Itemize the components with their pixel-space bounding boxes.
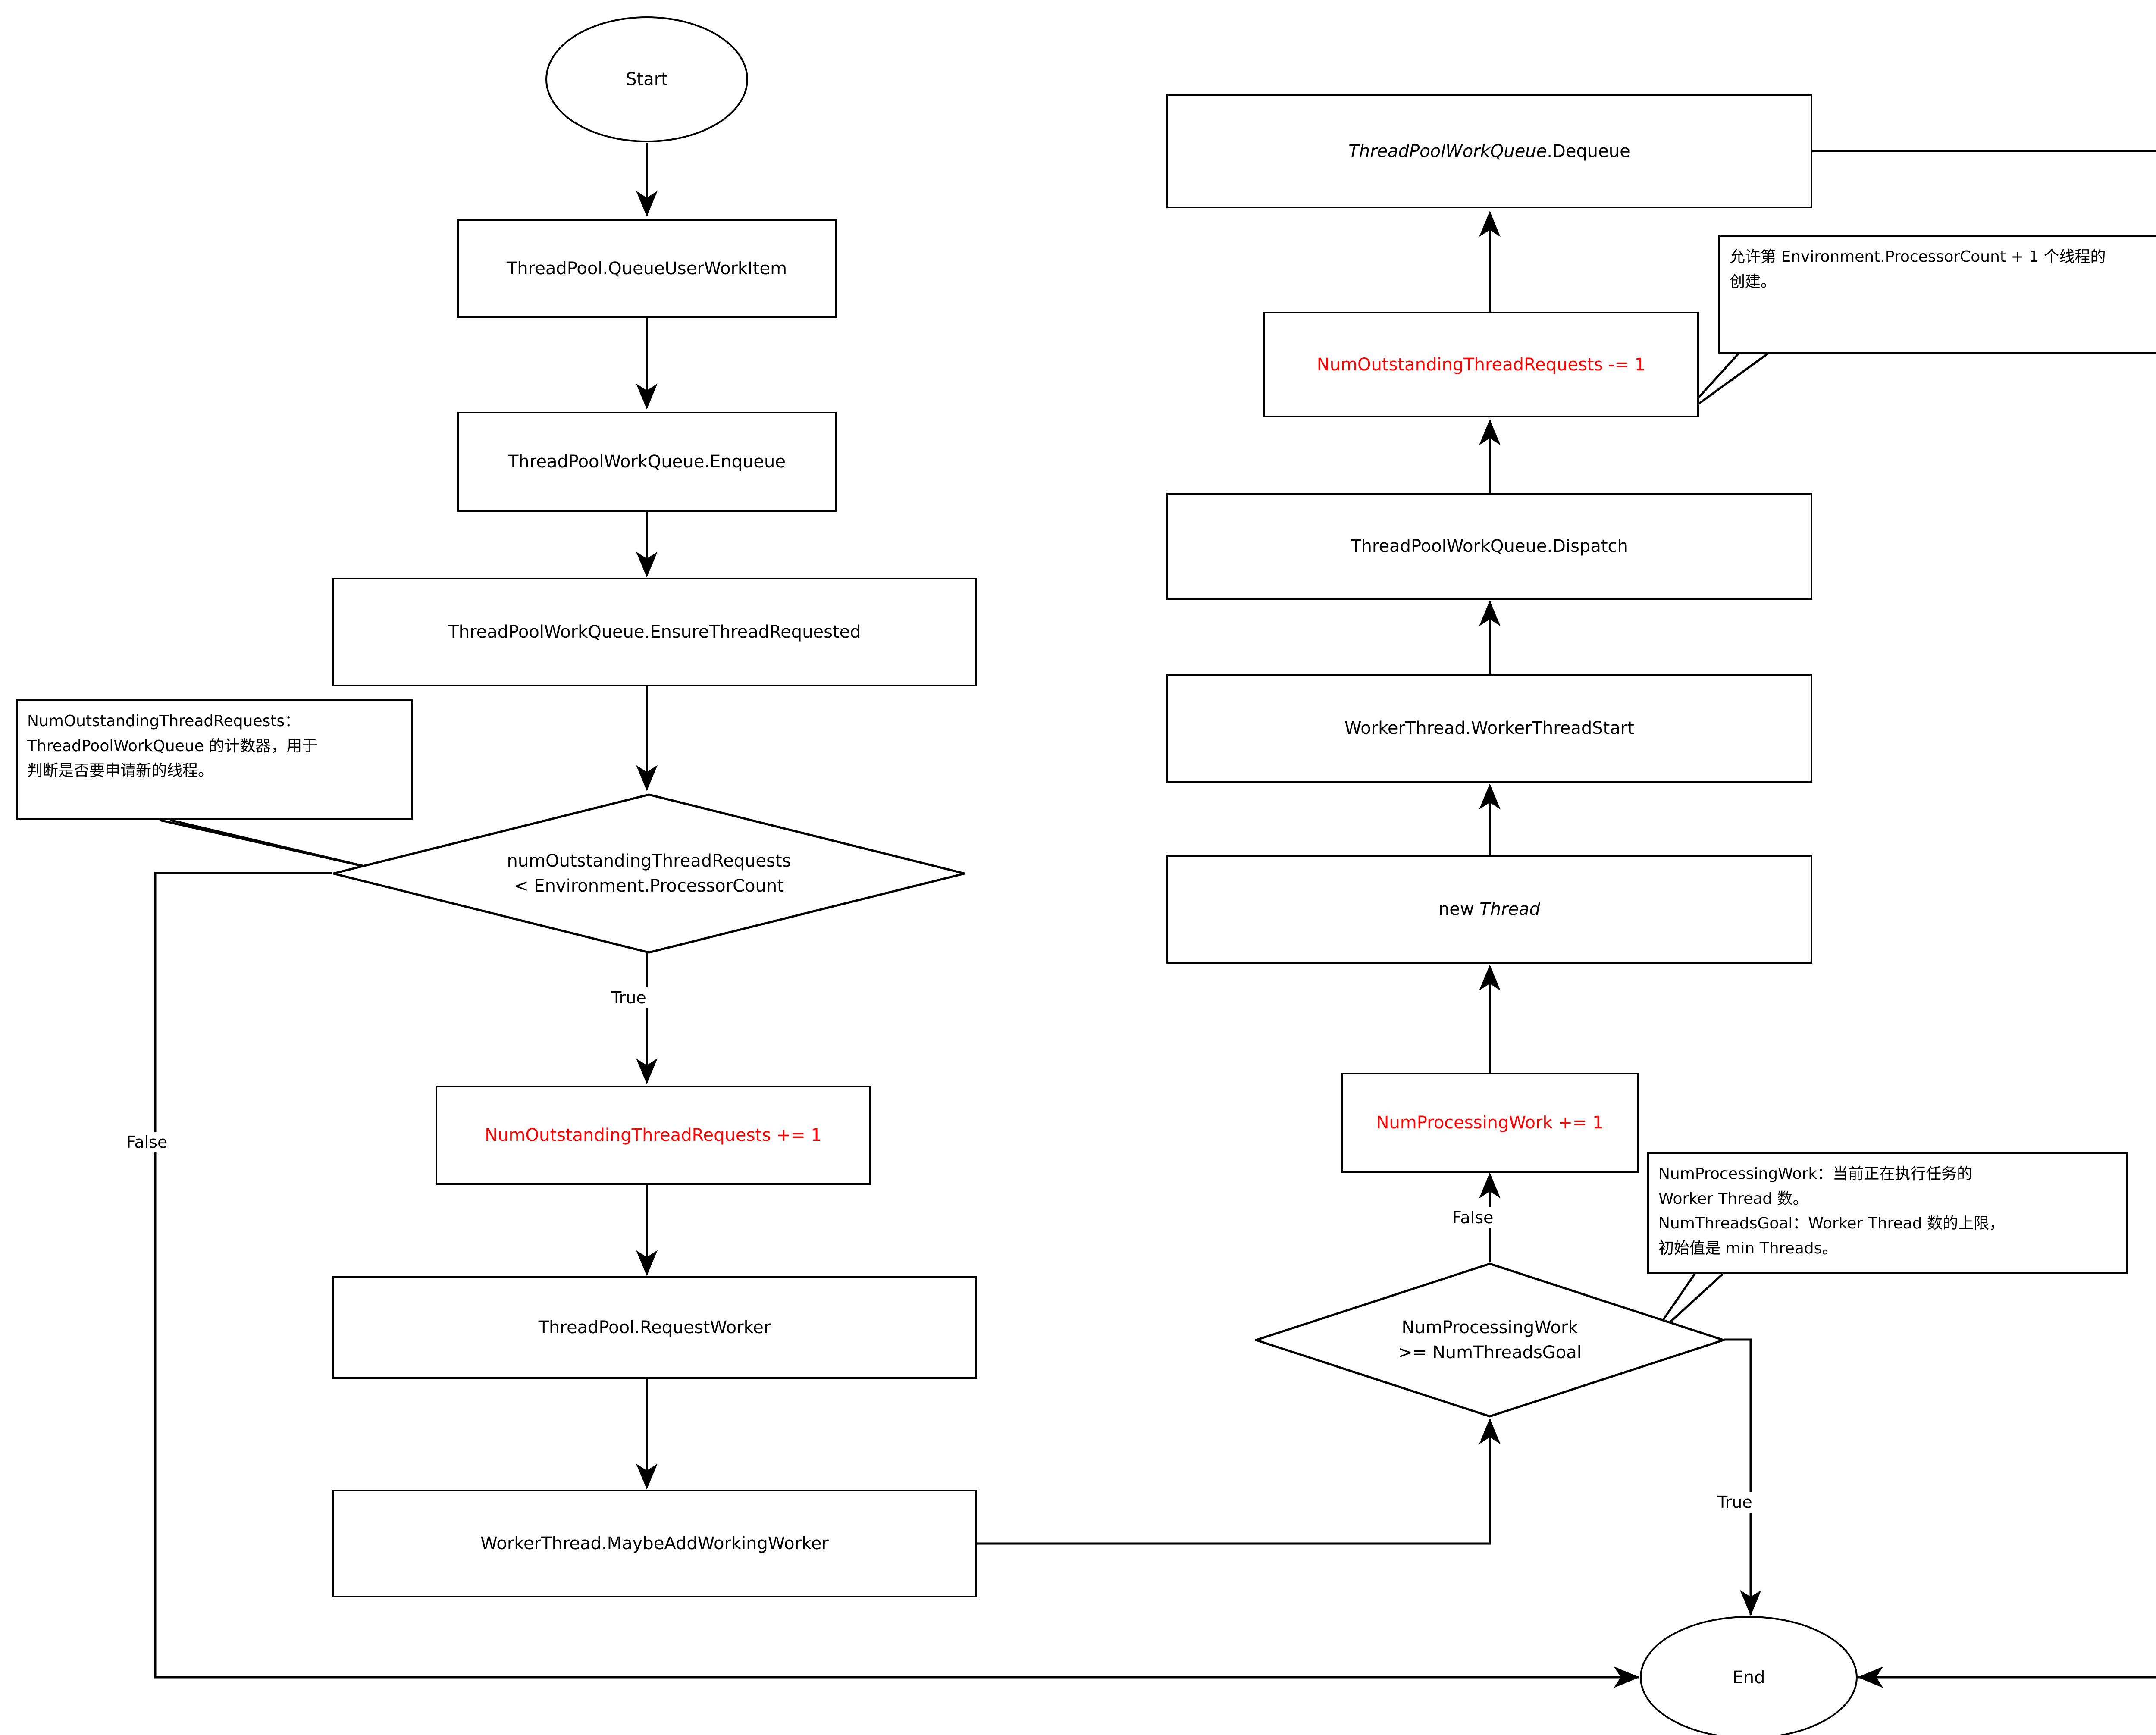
decision-num-outstanding-vs-processorcount[interactable]: numOutstandingThreadRequests < Environme…: [332, 793, 966, 954]
worker-thread-start-label: WorkerThread.WorkerThreadStart: [1344, 718, 1634, 738]
decision-shape-2: [1255, 1262, 1725, 1418]
increment-processing-label: NumProcessingWork += 1: [1376, 1113, 1604, 1133]
ensure-thread-requested-label: ThreadPoolWorkQueue.EnsureThreadRequeste…: [448, 622, 861, 642]
maybe-add-working-worker-label: WorkerThread.MaybeAddWorkingWorker: [480, 1534, 829, 1553]
process-dequeue[interactable]: ThreadPoolWorkQueue.Dequeue: [1166, 94, 1812, 208]
process-request-worker[interactable]: ThreadPool.RequestWorker: [332, 1276, 977, 1379]
edge-maybeadd-to-decision2: [977, 1418, 1501, 1545]
process-new-thread[interactable]: new Thread: [1166, 855, 1812, 964]
callout-num-processing-work: NumProcessingWork：当前正在执行任务的 Worker Threa…: [1647, 1152, 2128, 1274]
process-increment-processing-work[interactable]: NumProcessingWork += 1: [1341, 1073, 1639, 1173]
process-dispatch[interactable]: ThreadPoolWorkQueue.Dispatch: [1166, 493, 1812, 600]
decision2-line1: NumProcessingWork: [1401, 1318, 1578, 1337]
process-maybe-add-working-worker[interactable]: WorkerThread.MaybeAddWorkingWorker: [332, 1490, 977, 1597]
process-ensure-thread-requested[interactable]: ThreadPoolWorkQueue.EnsureThreadRequeste…: [332, 578, 977, 686]
edge-label-decision2-false: False: [1449, 1207, 1497, 1228]
dispatch-label: ThreadPoolWorkQueue.Dispatch: [1351, 536, 1628, 556]
new-thread-type-label: Thread: [1479, 899, 1541, 919]
decision2-line2: >= NumThreadsGoal: [1398, 1343, 1582, 1362]
process-worker-thread-start[interactable]: WorkerThread.WorkerThreadStart: [1166, 674, 1812, 783]
edge-label-decision1-true: True: [608, 987, 650, 1008]
decision-processing-work-vs-threads-goal[interactable]: NumProcessingWork >= NumThreadsGoal: [1255, 1262, 1725, 1418]
edge-dequeue-loop-to-end: [1812, 150, 2156, 1688]
callout-num-outstanding-thread-requests: NumOutstandingThreadRequests： ThreadPool…: [16, 699, 413, 820]
edge-label-decision1-false: False: [123, 1132, 171, 1152]
dequeue-prefix-label: ThreadPoolWorkQueue: [1348, 141, 1547, 161]
increment-outstanding-label: NumOutstandingThreadRequests += 1: [485, 1125, 822, 1145]
start-terminator[interactable]: Start: [545, 16, 748, 142]
callout-processor-count: 允许第 Environment.ProcessorCount + 1 个线程的 …: [1718, 235, 2156, 354]
process-queue-user-work-item[interactable]: ThreadPool.QueueUserWorkItem: [457, 219, 837, 318]
decrement-outstanding-label: NumOutstandingThreadRequests -= 1: [1316, 354, 1646, 375]
edge-decision-false-to-end: [154, 872, 1640, 1688]
start-label: Start: [626, 69, 668, 89]
queue-user-work-item-label: ThreadPool.QueueUserWorkItem: [506, 258, 787, 279]
request-worker-label: ThreadPool.RequestWorker: [538, 1318, 771, 1337]
process-decrement-outstanding-thread-requests[interactable]: NumOutstandingThreadRequests -= 1: [1263, 312, 1699, 417]
new-thread-prefix-label: new: [1438, 899, 1480, 919]
end-label: End: [1732, 1667, 1765, 1688]
dequeue-suffix-label: .Dequeue: [1547, 141, 1630, 161]
process-increment-outstanding-thread-requests[interactable]: NumOutstandingThreadRequests += 1: [436, 1086, 871, 1185]
process-enqueue[interactable]: ThreadPoolWorkQueue.Enqueue: [457, 412, 837, 512]
decision-shape-1: [333, 793, 965, 954]
decision1-line2: < Environment.ProcessorCount: [514, 876, 784, 896]
end-terminator[interactable]: End: [1640, 1616, 1858, 1735]
edge-decision2-true-to-end: [1724, 1338, 1761, 1616]
edge-label-decision2-true: True: [1714, 1492, 1756, 1513]
enqueue-label: ThreadPoolWorkQueue.Enqueue: [508, 452, 786, 472]
decision1-line1: numOutstandingThreadRequests: [507, 851, 791, 871]
